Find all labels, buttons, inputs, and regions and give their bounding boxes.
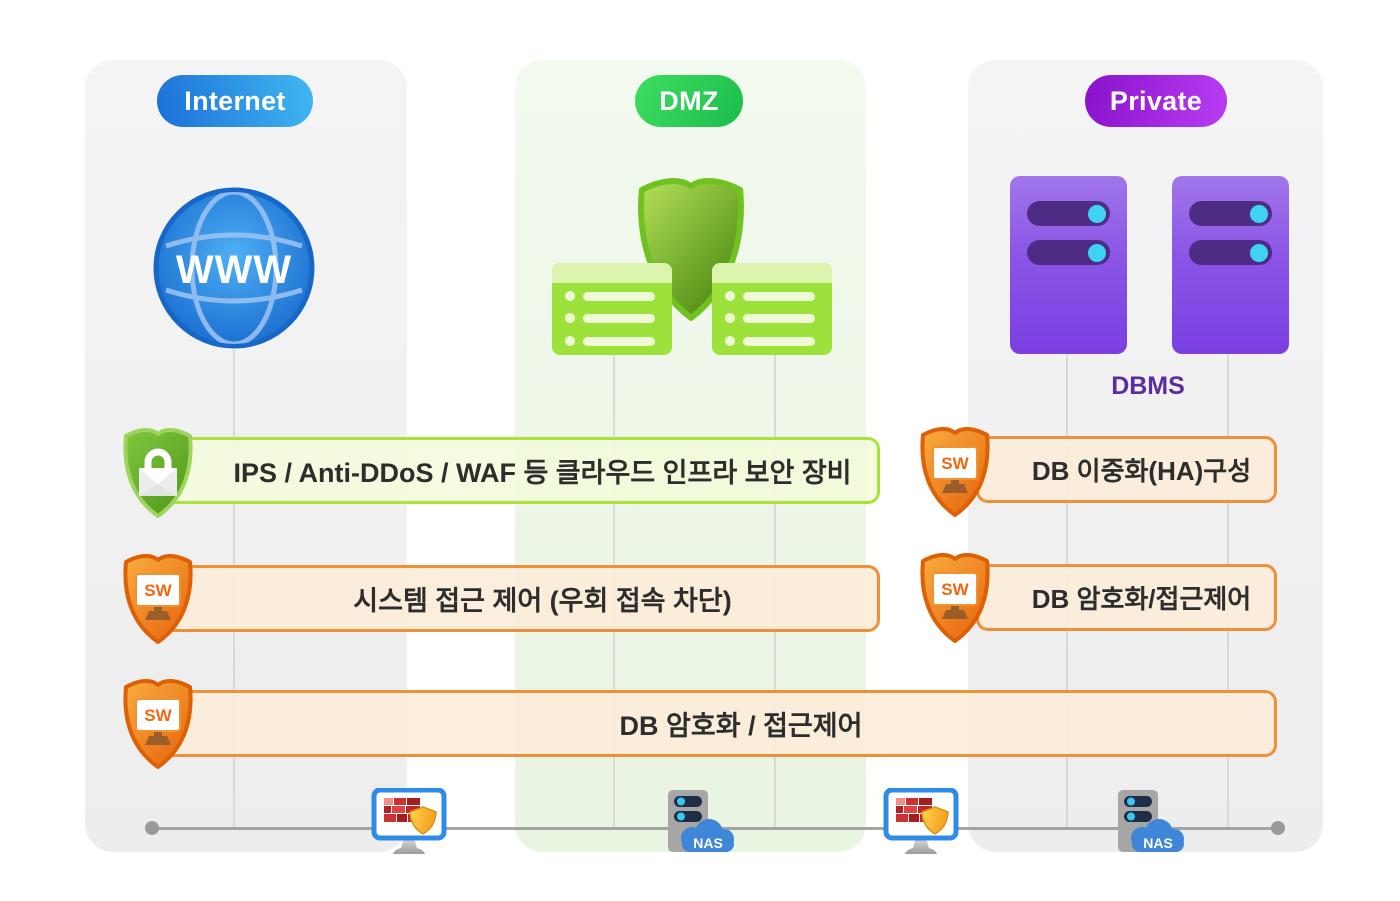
internet-zone-label: Internet: [184, 85, 286, 116]
firewall-monitor-icon: [883, 788, 959, 854]
server-top-strip: [712, 263, 832, 283]
sw-shield-icon: SW: [123, 678, 193, 769]
server-top-strip: [552, 263, 672, 283]
server-led: [565, 336, 575, 346]
www-globe-icon: WWW: [153, 187, 315, 349]
drive-led: [1088, 204, 1106, 223]
line-end-dot-left: [145, 821, 159, 835]
sw-shield-icon: SW: [920, 552, 990, 643]
nas-server-icon: NAS: [668, 790, 734, 852]
server-slot: [583, 313, 655, 323]
server-slot: [743, 336, 815, 346]
bar-cloud-infra-security: IPS / Anti-DDoS / WAF 등 클라우드 인프라 보안 장비: [160, 437, 880, 504]
server-slot: [583, 291, 655, 301]
drive-led: [1250, 204, 1268, 223]
server-slot: [583, 336, 655, 346]
server-led: [565, 313, 575, 323]
db-server-left-icon: [1010, 176, 1127, 354]
nas-label: NAS: [693, 835, 723, 851]
dmz-zone-badge: DMZ: [635, 75, 743, 127]
sw-label: SW: [144, 706, 172, 725]
bar-db-encryption-right: DB 암호화/접근제어: [976, 564, 1277, 631]
dmz-server-right-icon: [712, 263, 832, 355]
sw-label: SW: [941, 454, 969, 473]
bar-system-access-control-text: 시스템 접근 제어 (우회 접속 차단): [353, 586, 732, 616]
private-zone-badge: Private: [1085, 75, 1227, 127]
server-slot: [743, 291, 815, 301]
internet-zone-badge: Internet: [157, 75, 313, 127]
drive-led: [1250, 243, 1268, 262]
private-zone-label: Private: [1109, 85, 1203, 116]
drive-bay: [1189, 240, 1272, 265]
bar-db-encryption-wide: DB 암호화 / 접근제어: [160, 690, 1277, 757]
drive-bay: [1189, 201, 1272, 226]
bar-db-ha-text: DB 이중화(HA)구성: [1031, 456, 1252, 486]
dmz-zone-label: DMZ: [659, 85, 719, 116]
bar-db-encryption-wide-text: DB 암호화 / 접근제어: [619, 711, 863, 741]
lock-shield-icon: [123, 427, 193, 518]
www-label: WWW: [176, 248, 292, 292]
sw-shield-icon: SW: [123, 553, 193, 644]
server-led: [725, 291, 735, 301]
bar-db-encryption-right-text: DB 암호화/접근제어: [1031, 584, 1252, 614]
sw-label: SW: [941, 580, 969, 599]
bar-system-access-control: 시스템 접근 제어 (우회 접속 차단): [160, 565, 880, 632]
firewall-monitor-icon: [371, 788, 447, 854]
server-led: [725, 336, 735, 346]
drive-bay: [1027, 240, 1110, 265]
sw-label: SW: [144, 581, 172, 600]
bar-db-ha: DB 이중화(HA)구성: [976, 436, 1277, 503]
server-led: [725, 313, 735, 323]
nas-server-icon: NAS: [1118, 790, 1184, 852]
drive-bay: [1027, 201, 1110, 226]
bar-cloud-infra-security-text: IPS / Anti-DDoS / WAF 등 클라우드 인프라 보안 장비: [233, 458, 852, 488]
dmz-server-left-icon: [552, 263, 672, 355]
dbms-label: DBMS: [1111, 372, 1185, 400]
server-slot: [743, 313, 815, 323]
sw-shield-icon: SW: [920, 426, 990, 517]
nas-label: NAS: [1143, 835, 1173, 851]
db-server-right-icon: [1172, 176, 1289, 354]
server-led: [565, 291, 575, 301]
drive-led: [1088, 243, 1106, 262]
line-end-dot-right: [1271, 821, 1285, 835]
